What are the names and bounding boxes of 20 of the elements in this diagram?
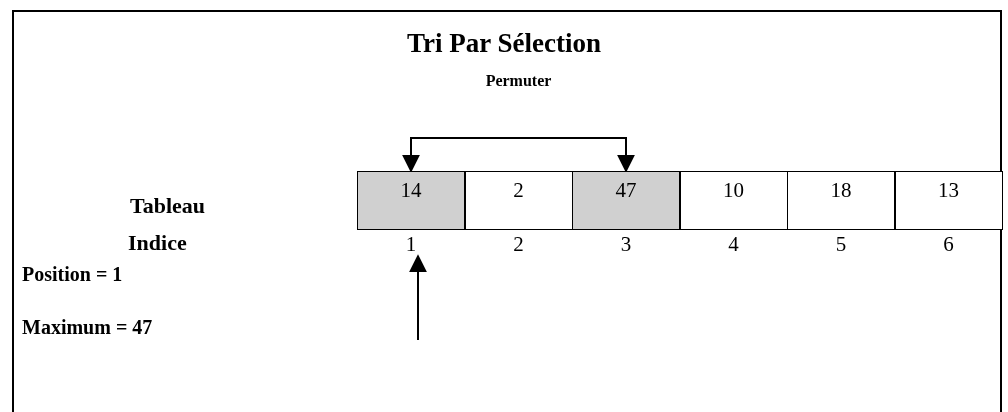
table-cell: 2 [464,171,573,230]
index-number: 2 [503,232,534,257]
edge-label: Permuter [484,72,553,90]
arrow [402,137,635,173]
row-label: Indice [128,230,187,256]
table-cell: 13 [894,171,1003,230]
arrow [409,254,427,341]
title: Tri Par Sélection [406,28,602,59]
note: Maximum = 47 [22,316,153,339]
index-number: 5 [826,232,856,257]
index-number: 1 [396,232,426,257]
index-number: 4 [718,232,749,257]
table-cell: 47 [572,171,680,230]
index-number: 3 [611,232,641,257]
note: Position = 1 [22,263,123,286]
index-number: 6 [933,232,964,257]
table-cell: 10 [679,171,788,230]
table-cell: 18 [787,171,895,230]
table-cell: 14 [357,171,465,230]
row-label: Tableau [130,193,205,219]
